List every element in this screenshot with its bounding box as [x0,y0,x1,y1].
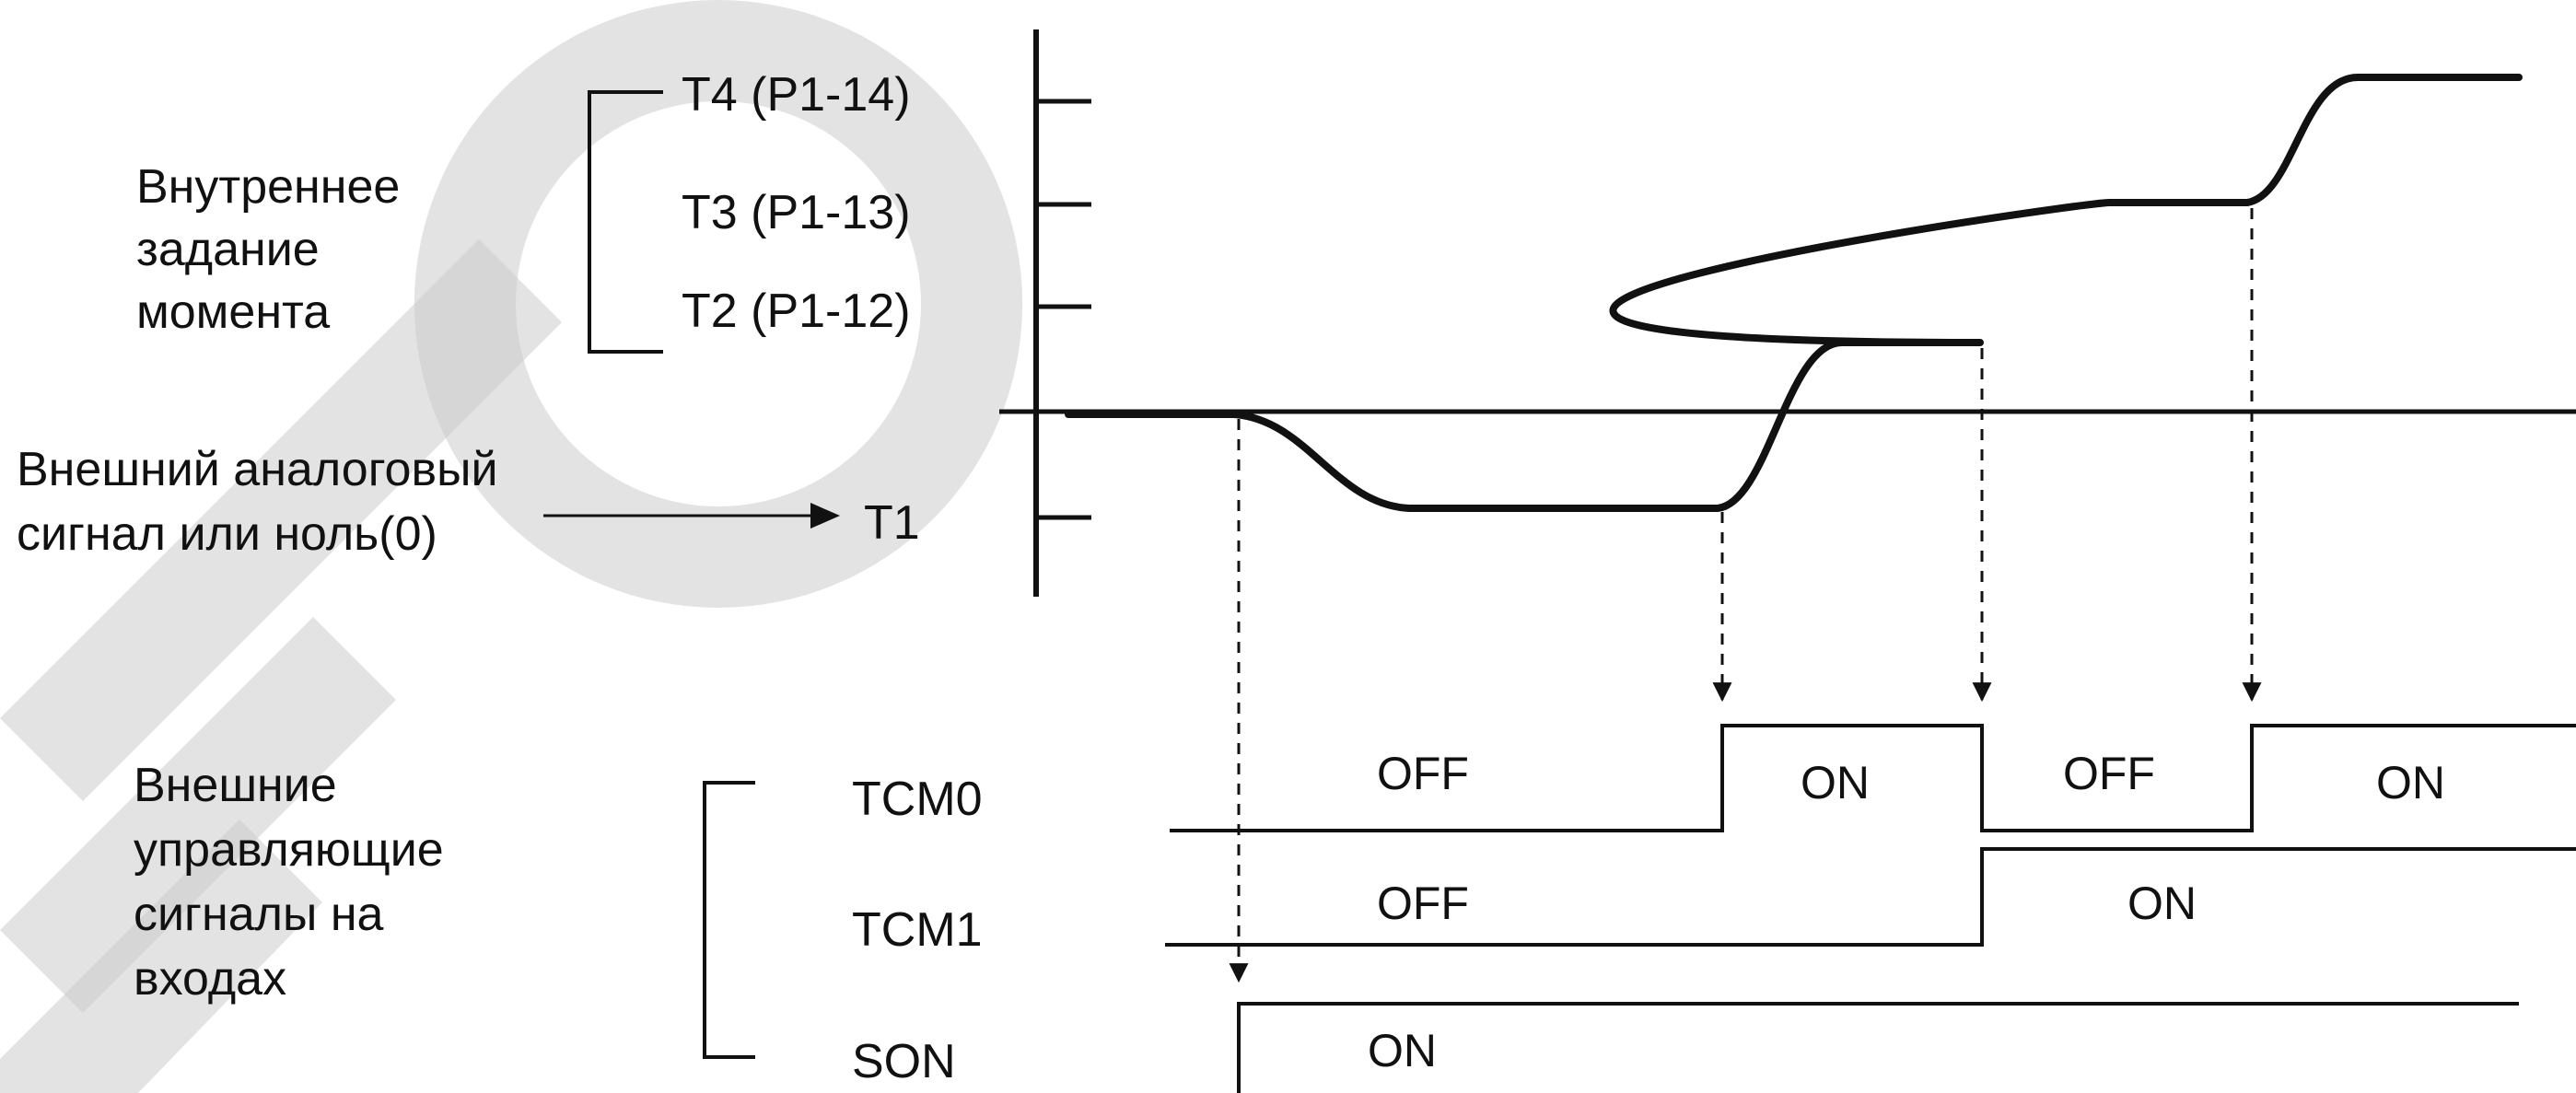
level-t4-label: T4 (P1-14) [682,68,911,122]
analog-signal-label: Внешний аналоговый сигнал или ноль(0) [17,443,498,561]
son-label: SON [852,1035,956,1088]
tcm1-waveform [1165,847,2576,947]
internal-label-line1: Внутреннее [136,160,400,214]
analog-label-line2: сигнал или ноль(0) [17,507,437,561]
torque-curve [1065,74,2523,512]
son-waveform [1237,1002,2519,1093]
inputs-bracket [703,781,755,1059]
inputs-label-line2: управляющие [134,823,444,877]
external-inputs-label: Внешние управляющие сигналы на входах [134,759,444,1006]
tcm0-state-2: ON [1801,757,1870,808]
tcm1-state-2: ON [2127,878,2197,929]
internal-torque-label: Внутреннее задание момента [136,160,400,339]
inputs-label-line3: сигналы на [134,888,384,941]
watermark [0,0,1022,1093]
tcm0-waveform [1170,724,2576,832]
tcm1-state-1: OFF [1377,878,1469,929]
analog-label-line1: Внешний аналоговый [17,443,498,496]
inputs-label-line4: входах [134,952,286,1006]
analog-arrowhead [810,503,840,529]
son-state-1: ON [1368,1025,1437,1076]
level-t2-label: T2 (P1-12) [682,285,911,338]
tcm0-label: TCM0 [852,773,983,826]
tcm0-state-4: ON [2376,757,2445,808]
level-t3-label: T3 (P1-13) [682,186,911,239]
internal-label-line2: задание [136,223,320,276]
tcm0-state-1: OFF [1377,748,1469,799]
tcm0-state-3: OFF [2063,748,2155,799]
inputs-label-line1: Внешние [134,759,337,812]
internal-levels-bracket [588,90,663,354]
level-t1-label: T1 [864,496,920,550]
tcm1-label: TCM1 [852,903,983,957]
internal-label-line3: момента [136,285,330,339]
